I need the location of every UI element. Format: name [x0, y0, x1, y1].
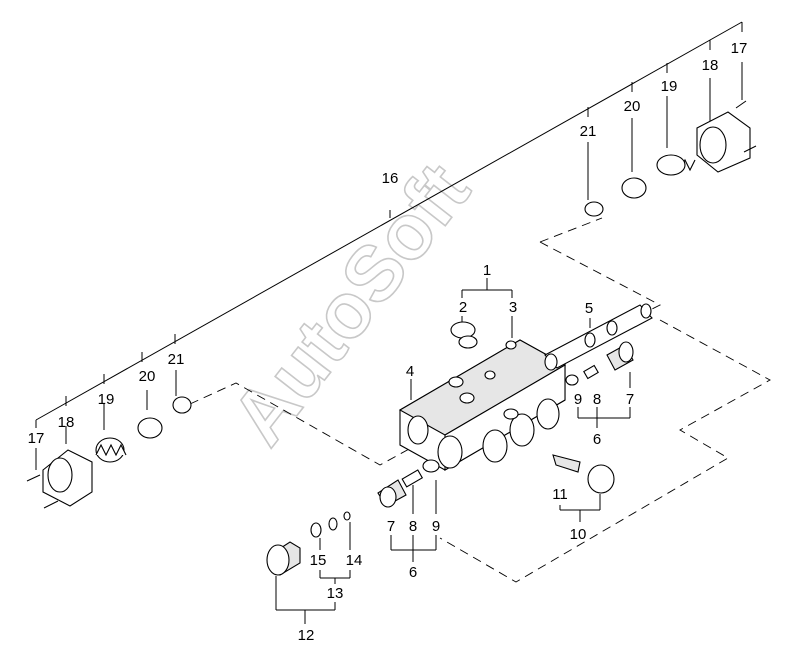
callout-18-upper: 18	[702, 57, 719, 74]
end-cap-lower-left	[26, 396, 192, 509]
assembly-line-16	[35, 21, 743, 428]
callout-14: 14	[346, 552, 363, 569]
leader-lines-upper	[35, 62, 743, 470]
callout-9-right: 9	[574, 391, 582, 408]
callout-8-right: 8	[593, 391, 601, 408]
part-12-plug	[266, 511, 351, 576]
callout-21-lower: 21	[168, 351, 185, 368]
callout-10: 10	[570, 526, 587, 543]
callout-20-lower: 20	[139, 368, 156, 385]
callout-13: 13	[327, 585, 344, 602]
callout-19-upper: 19	[661, 78, 678, 95]
check-valve-lower	[377, 459, 440, 508]
callout-20-upper: 20	[624, 98, 641, 115]
callout-17-upper: 17	[731, 40, 748, 57]
callout-3: 3	[509, 299, 517, 316]
callout-4: 4	[406, 363, 414, 380]
end-cap-upper-right	[584, 100, 757, 217]
part-5-spool	[544, 303, 653, 371]
callout-17-lower: 17	[28, 430, 45, 447]
part-10-plug	[552, 454, 615, 494]
callout-2: 2	[459, 299, 467, 316]
callout-7-right: 7	[626, 391, 634, 408]
callout-16: 16	[382, 170, 399, 187]
callout-labels: 1 2 3 4 5 6 6 7 7 8 8 9 9 10 11 12 13 14…	[28, 40, 748, 644]
callout-12: 12	[298, 627, 315, 644]
callout-6-lower: 6	[409, 564, 417, 581]
callout-7-lower: 7	[387, 518, 395, 535]
part-2-plug	[450, 321, 478, 349]
callout-8-lower: 8	[409, 518, 417, 535]
callout-19-lower: 19	[98, 391, 115, 408]
callout-9-lower: 9	[432, 518, 440, 535]
callout-18-lower: 18	[58, 414, 75, 431]
callout-5: 5	[585, 300, 593, 317]
callout-15: 15	[310, 552, 327, 569]
part-3-oring	[505, 340, 517, 350]
callout-1: 1	[483, 262, 491, 279]
callout-21-upper: 21	[580, 123, 597, 140]
callout-11: 11	[552, 486, 568, 503]
valve-body	[398, 339, 567, 471]
callout-6-right: 6	[593, 431, 601, 448]
relief-valve-right	[565, 341, 634, 386]
leader-lines	[275, 278, 631, 624]
